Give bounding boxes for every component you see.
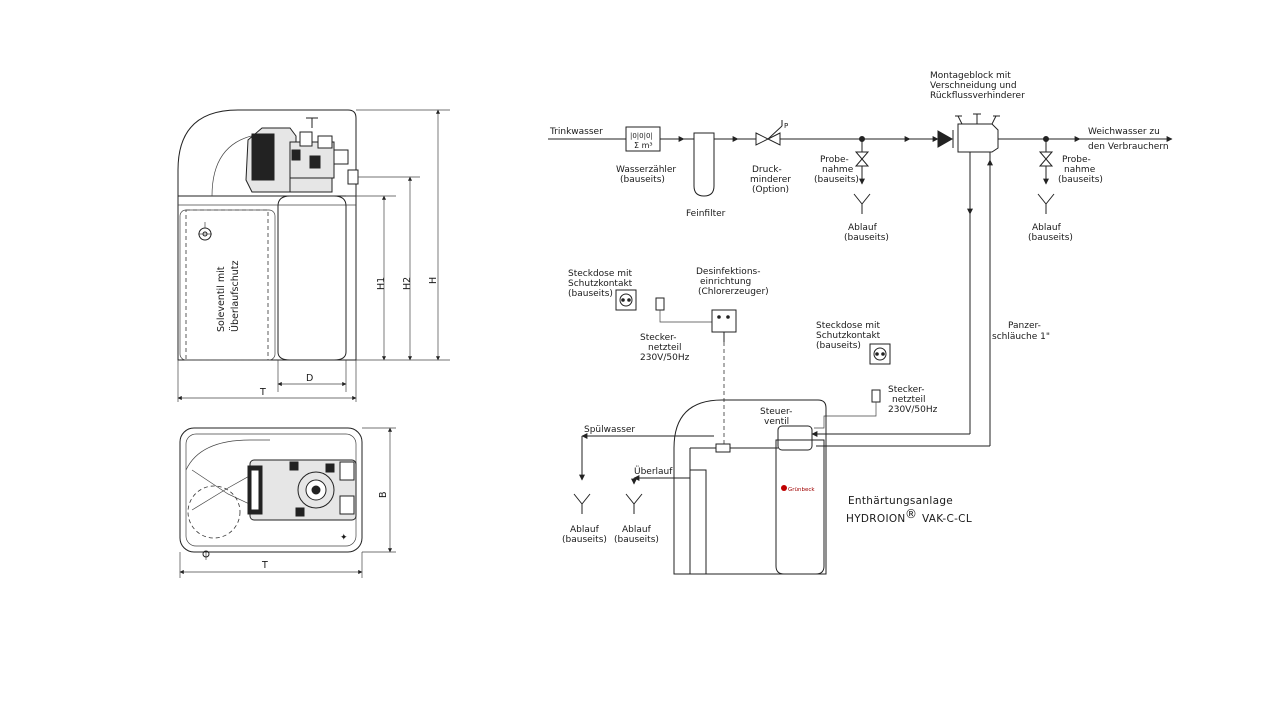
dim-b-label: B — [378, 491, 389, 498]
dim-d-label: D — [306, 373, 313, 384]
dim-h1-label: H1 — [376, 277, 387, 290]
softener-cabinet — [673, 399, 827, 575]
label-ablauf3-2: (bauseits) — [562, 535, 607, 545]
water-meter — [625, 126, 661, 152]
label-probe2-2: nahme — [1064, 165, 1096, 175]
title-registered: ® — [905, 507, 917, 521]
label-panzer-2: schläuche 1" — [992, 332, 1050, 342]
label-weich-2: den Verbrauchern — [1088, 142, 1169, 152]
schematic: Trinkwasser |0|0|0| Σ m³ Wasserzähler (b… — [548, 71, 1173, 575]
label-netz1-2: netzteil — [648, 343, 682, 353]
label-ablauf4-2: (bauseits) — [614, 535, 659, 545]
control-valve-schematic — [777, 425, 813, 451]
label-feinfilter: Feinfilter — [686, 209, 726, 219]
label-ablauf1-2: (bauseits) — [844, 233, 889, 243]
drain-3-icon — [573, 493, 591, 514]
label-probe2-1: Probe- — [1062, 155, 1091, 165]
mounting-block — [957, 123, 999, 153]
pressure-vessel — [277, 195, 347, 361]
label-weich-1: Weichwasser zu — [1088, 127, 1160, 137]
label-probe1-2: nahme — [822, 165, 854, 175]
label-desinf-2: einrichtung — [700, 277, 751, 287]
front-view: Soleventil mit Überlaufschutz H1 H2 H D … — [177, 109, 450, 402]
dim-t-label: T — [259, 387, 266, 398]
drain-1-icon — [853, 193, 871, 214]
label-ablauf2-2: (bauseits) — [1028, 233, 1073, 243]
label-ablauf4-1: Ablauf — [622, 525, 652, 535]
fine-filter — [693, 132, 715, 197]
salt-container — [185, 209, 269, 361]
label-steck1-2: Schutzkontakt — [568, 279, 633, 289]
softener-vessel — [775, 439, 825, 575]
label-steuer-2: ventil — [764, 417, 789, 427]
check-valve-icon — [937, 130, 954, 148]
label-steck1-1: Steckdose mit — [568, 269, 633, 279]
chlorinator — [711, 309, 737, 333]
label-steck1-3: (bauseits) — [568, 289, 613, 299]
label-steck2-2: Schutzkontakt — [816, 331, 881, 341]
drain-4-icon — [625, 493, 643, 514]
label-netz2-3: 230V/50Hz — [888, 405, 938, 415]
dim-t2-label: T — [261, 560, 268, 571]
top-salt-circle — [187, 485, 241, 539]
front-vertical-text-1: Soleventil mit — [216, 266, 227, 332]
sample-valve-1-icon — [854, 151, 870, 167]
drain-2-icon — [1037, 193, 1055, 214]
label-netz1-1: Stecker- — [640, 333, 677, 343]
label-netz2-2: netzteil — [892, 395, 926, 405]
label-druck-1: Druck- — [752, 165, 782, 175]
label-steck2-3: (bauseits) — [816, 341, 861, 351]
sample-valve-2-icon — [1038, 151, 1054, 167]
label-montage-3: Rückflussverhinderer — [930, 91, 1025, 101]
cabinet-outline — [177, 109, 357, 361]
dim-h-label: H — [428, 277, 439, 284]
label-ueberlauf: Überlauf — [634, 466, 673, 477]
top-plus-mark: ✦ — [340, 533, 348, 543]
title-line-2: HYDROION — [846, 513, 906, 525]
control-valve-top — [247, 459, 357, 521]
label-druck-2: minderer — [750, 175, 791, 185]
meter-digits: |0|0|0| — [630, 132, 653, 140]
meter-unit: Σ m³ — [634, 141, 653, 150]
label-steck2-1: Steckdose mit — [816, 321, 881, 331]
label-wasserzaehler-1: Wasserzähler — [616, 165, 676, 175]
dim-h2-label: H2 — [402, 277, 413, 290]
label-wasserzaehler-2: (bauseits) — [620, 175, 665, 185]
label-ablauf1-1: Ablauf — [848, 223, 878, 233]
label-montage-2: Verschneidung und — [930, 81, 1017, 91]
salt-tank — [179, 209, 276, 361]
label-ablauf2-1: Ablauf — [1032, 223, 1062, 233]
label-druck-3: (Option) — [752, 185, 789, 195]
label-montage-1: Montageblock mit — [930, 71, 1011, 81]
socket-2 — [869, 343, 891, 365]
top-inner-curve — [185, 439, 270, 471]
title-line-1: Enthärtungsanlage — [848, 495, 953, 507]
power-supply-2-icon — [871, 389, 881, 403]
brine-tube — [689, 469, 707, 575]
label-panzer-1: Panzer- — [1008, 321, 1041, 331]
power-supply-1-icon — [655, 297, 665, 311]
socket-1 — [615, 289, 637, 311]
title-line-3: VAK-C-CL — [922, 513, 972, 525]
label-ablauf3-1: Ablauf — [570, 525, 600, 535]
front-vertical-text-2: Überlaufschutz — [230, 261, 241, 333]
label-netz2-1: Stecker- — [888, 385, 925, 395]
label-steuer-1: Steuer- — [760, 407, 792, 417]
label-desinf-3: (Chlorerzeuger) — [698, 287, 769, 297]
svg-text:Grünbeck: Grünbeck — [788, 487, 815, 493]
control-valve-front — [245, 117, 359, 193]
label-trinkwasser: Trinkwasser — [549, 127, 603, 137]
brand-logo: Grünbeck — [781, 485, 815, 493]
top-outline — [179, 427, 363, 553]
label-desinf-1: Desinfektions- — [696, 267, 760, 277]
label-spuelwasser: Spülwasser — [584, 425, 635, 435]
label-probe2-3: (bauseits) — [1058, 175, 1103, 185]
p-mark: P — [784, 122, 788, 130]
label-probe1-3: (bauseits) — [814, 175, 859, 185]
label-netz1-3: 230V/50Hz — [640, 353, 690, 363]
label-probe1-1: Probe- — [820, 155, 849, 165]
pressure-reducer-icon — [755, 132, 770, 146]
top-view: ✦ B T — [179, 427, 396, 578]
